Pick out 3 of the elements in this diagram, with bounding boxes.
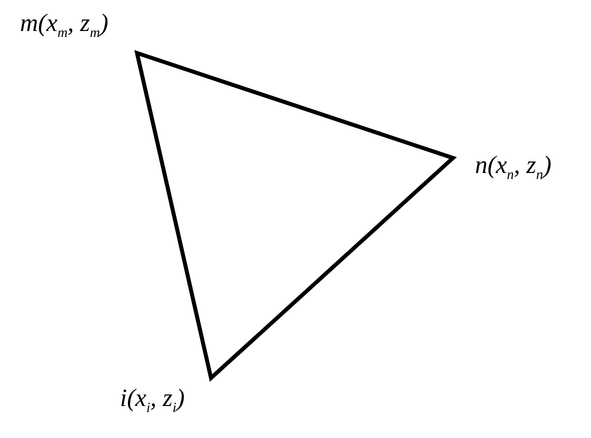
vertex-label: m(x$_{m}$, z$_{m}$) <box>20 10 108 42</box>
vertex-label: i(x$_{i}$, z$_{i}$) <box>120 385 185 417</box>
vertex-label: n(x$_{n}$, z$_{n}$) <box>475 152 552 184</box>
